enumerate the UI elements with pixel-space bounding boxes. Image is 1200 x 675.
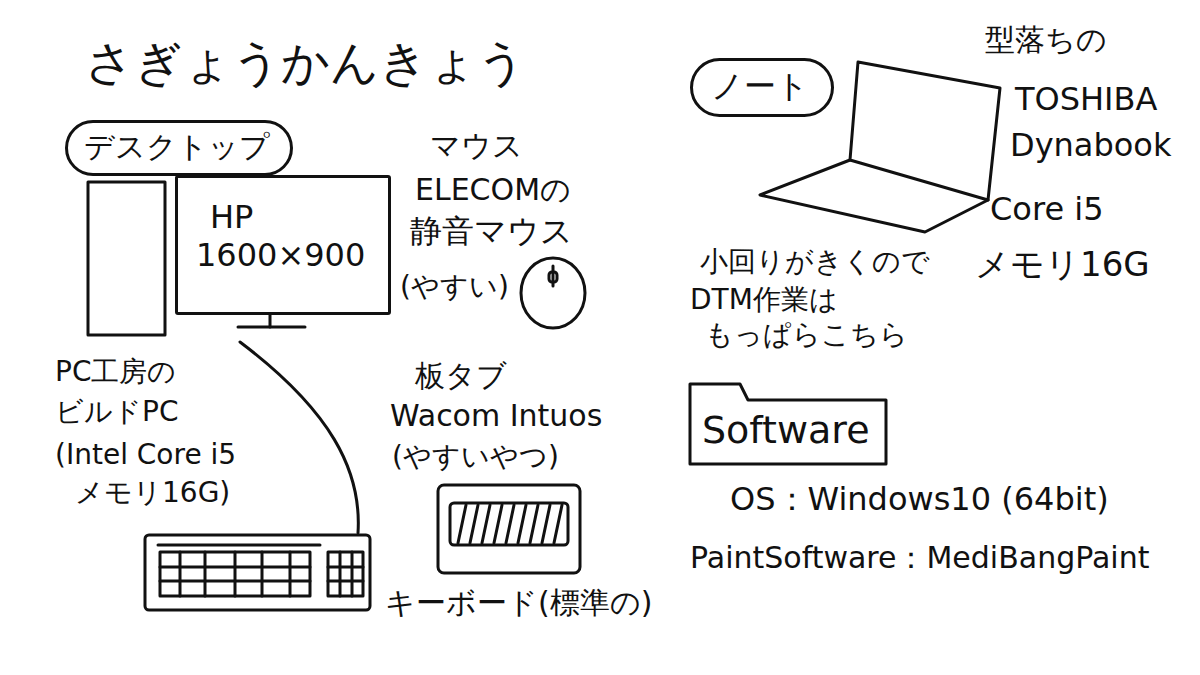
spec-note: 型落ちの xyxy=(985,22,1107,58)
keyboard-drawing xyxy=(145,535,370,610)
folder-shape xyxy=(690,384,886,464)
device-heading: マウス xyxy=(430,128,523,164)
monitor-screen: HP1600×900 xyxy=(175,175,391,315)
device-caption: キーボード(標準の) xyxy=(385,585,652,621)
spec-note: メモリ16G xyxy=(975,244,1150,285)
product-name: Dynabook xyxy=(1010,126,1171,164)
usage-note: DTM作業は xyxy=(690,283,838,317)
node-text: 1600×900 xyxy=(196,236,370,274)
product-name: TOSHIBA xyxy=(1015,80,1157,118)
software-spec: OS：Windows10 (64bit) xyxy=(730,480,1109,518)
pc-tower xyxy=(88,182,165,335)
price-note: (やすいやつ) xyxy=(392,440,559,474)
spec-note: (Intel Core i5 xyxy=(55,438,236,472)
device-heading: 板タブ xyxy=(415,358,507,394)
monitor-stand xyxy=(269,315,272,327)
node-heading: デスクトップ xyxy=(84,129,274,165)
monitor-base xyxy=(238,326,305,329)
pen-tablet-drawing xyxy=(438,485,580,573)
node-heading: Software xyxy=(702,408,874,454)
product-name: ELECOMの xyxy=(415,172,571,208)
spec-note: メモリ16G) xyxy=(75,476,230,510)
price-note: (やすい) xyxy=(400,270,509,304)
keyboard-cable xyxy=(240,342,358,533)
node-heading: HP xyxy=(210,198,370,236)
title: さぎょうかんきょう xyxy=(85,34,526,92)
usage-note: もっぱらこちら xyxy=(705,318,908,352)
product-name: 静音マウス xyxy=(410,212,573,250)
laptop-heading-pill: ノート xyxy=(690,58,834,117)
software-folder: Software xyxy=(688,398,888,466)
spec-note: ビルドPC xyxy=(55,395,178,429)
node-heading: ノート xyxy=(711,67,813,105)
product-name: Wacom Intuos xyxy=(390,398,602,434)
software-spec: PaintSoftware：MediBangPaint xyxy=(690,540,1149,576)
desktop-heading-pill: デスクトップ xyxy=(65,120,293,176)
spec-note: PC工房の xyxy=(55,355,176,389)
usage-note: 小回りがきくので xyxy=(700,245,930,279)
spec-note: Core i5 xyxy=(990,190,1103,228)
mouse-drawing xyxy=(521,258,585,328)
